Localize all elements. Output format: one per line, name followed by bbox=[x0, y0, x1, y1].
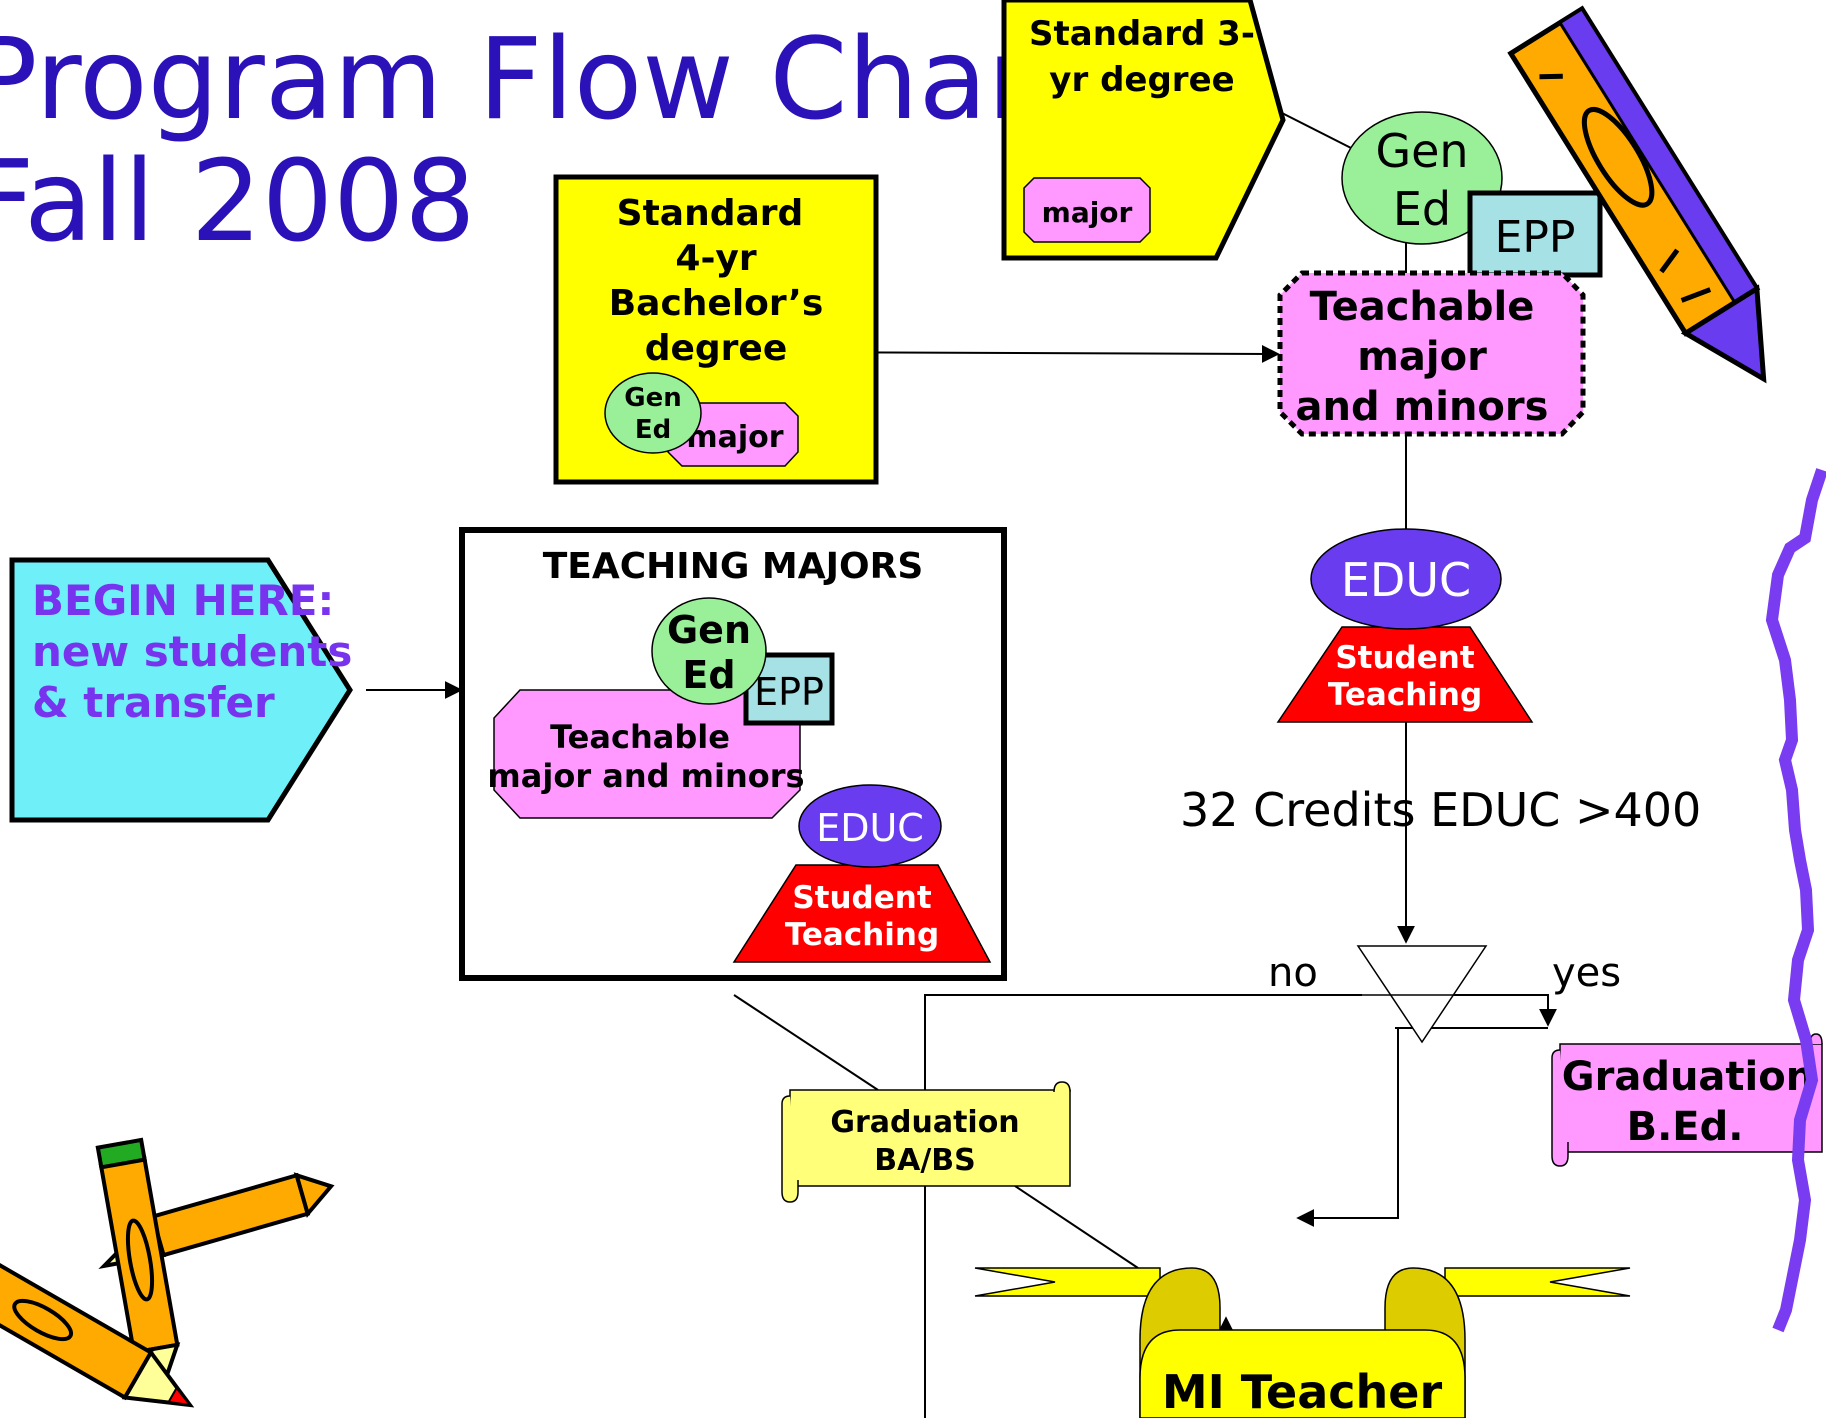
teachable-top-node: Teachable major and minors bbox=[1277, 270, 1586, 437]
pencil-tip bbox=[1680, 284, 1767, 384]
tm-teachable-line-1: Teachable bbox=[550, 718, 730, 756]
gened-top-ellipse bbox=[1341, 111, 1503, 245]
begin-line-1: BEGIN HERE: bbox=[32, 576, 334, 625]
tm-st-line-1: Student bbox=[792, 880, 931, 916]
std3-major-label: major bbox=[1042, 196, 1133, 229]
pencil-b-eraser bbox=[95, 1137, 147, 1170]
epp-top-node: EPP bbox=[1467, 190, 1603, 278]
teachable-top-shape bbox=[1277, 270, 1586, 437]
std4-gened-line-1: Gen bbox=[624, 383, 681, 413]
decision-node: no yes bbox=[1268, 945, 1621, 1044]
decision-triangle bbox=[1356, 945, 1488, 1044]
crossed-pencils-icon bbox=[0, 1137, 335, 1408]
teachable-top-line-1: Teachable bbox=[1310, 284, 1535, 330]
pencil-a-body bbox=[150, 1172, 311, 1258]
gened-top-node: Gen Ed bbox=[1341, 111, 1503, 245]
tm-educ-ellipse bbox=[798, 784, 942, 868]
grad-babs-curl-left bbox=[781, 1095, 799, 1203]
tm-st-line-2: Teaching bbox=[785, 917, 939, 953]
educ-right-label: EDUC bbox=[1341, 553, 1471, 607]
decision-yes-label: yes bbox=[1552, 950, 1621, 996]
teachable-top-line-3: and minors bbox=[1296, 384, 1549, 430]
begin-here-node: BEGIN HERE: new students & transfer bbox=[9, 557, 353, 823]
tm-gened-line-1: Gen bbox=[667, 608, 751, 652]
pencil-b-mark bbox=[125, 1218, 155, 1302]
decision-no-label: no bbox=[1268, 950, 1318, 996]
credits-label-group: 32 Credits EDUC >400 bbox=[1180, 782, 1701, 837]
connector-std3-gened bbox=[1279, 111, 1356, 151]
pencil-c-lead bbox=[166, 1386, 193, 1407]
grad-bed-line-1: Graduation bbox=[1562, 1054, 1814, 1100]
mi-teacher-node: MI Teacher bbox=[974, 1267, 1631, 1418]
std3-line-2: yr degree bbox=[1049, 60, 1234, 100]
tm-gened-ellipse bbox=[651, 597, 767, 705]
std4-line-4: degree bbox=[645, 328, 788, 369]
mi-ribbon-center bbox=[1139, 1329, 1466, 1418]
standard-4yr-degree-node: Standard 4-yr Bachelor’s degree major Ge… bbox=[553, 174, 879, 485]
begin-shape bbox=[9, 557, 353, 823]
standard-3yr-degree-node: Standard 3- yr degree major bbox=[1001, 0, 1286, 261]
educ-right-node: Student Teaching EDUC bbox=[1276, 528, 1534, 723]
arrow-yes-branch bbox=[1448, 994, 1557, 1027]
gened-top-line-2: Ed bbox=[1393, 182, 1451, 236]
grad-bed-curl-left bbox=[1551, 1049, 1569, 1167]
educ-right-st-line-1: Student bbox=[1335, 640, 1474, 676]
epp-top-label: EPP bbox=[1495, 212, 1576, 263]
educ-right-ellipse bbox=[1310, 528, 1502, 630]
connector-grad-mi bbox=[1014, 1185, 1139, 1269]
educ-right-st-line-2: Teaching bbox=[1328, 677, 1482, 713]
graduation-bed-node: Graduation B.Ed. bbox=[1551, 1033, 1823, 1167]
credits-mask bbox=[1180, 782, 1204, 830]
grad-babs-line-1: Graduation bbox=[830, 1105, 1019, 1140]
teachable-top-line-2: major bbox=[1357, 334, 1487, 380]
line-no-branch bbox=[924, 994, 1362, 1418]
tm-gened-line-2: Ed bbox=[682, 653, 735, 697]
std4-line-1: Standard bbox=[617, 193, 804, 234]
pencil-icon bbox=[1507, 5, 1767, 384]
mi-ribbon-left-tail bbox=[974, 1267, 1161, 1297]
tm-epp-label: EPP bbox=[754, 670, 824, 714]
tm-teachable-line-2: major and minors bbox=[487, 757, 804, 795]
std4-line-2: 4-yr bbox=[675, 238, 756, 279]
credits-label: 32 Credits EDUC >400 bbox=[1180, 783, 1701, 837]
pencil-c bbox=[0, 1244, 195, 1408]
arrow-to-mi-teacher bbox=[1296, 1028, 1399, 1227]
std3-line-1: Standard 3- bbox=[1029, 14, 1255, 54]
mi-teacher-label: MI Teacher bbox=[1162, 1365, 1443, 1418]
pencil-strokes bbox=[1539, 73, 1712, 303]
grad-babs-line-2: BA/BS bbox=[874, 1143, 976, 1178]
page-title: Program Flow Chart Fall 2008 bbox=[0, 15, 1077, 267]
std4-major-label: major bbox=[686, 420, 783, 455]
pencil-mark bbox=[1581, 106, 1655, 208]
connector-teaching-grad bbox=[733, 994, 879, 1091]
begin-line-3: & transfer bbox=[32, 678, 275, 727]
pencil-c-mark bbox=[12, 1298, 74, 1342]
tm-educ-label: EDUC bbox=[816, 806, 924, 850]
std4-gened-line-2: Ed bbox=[635, 415, 671, 445]
epp-top-box bbox=[1467, 190, 1603, 278]
title-line-2: Fall 2008 bbox=[0, 137, 476, 267]
squiggle-line-icon bbox=[1765, 468, 1826, 1333]
grad-bed-scroll bbox=[1559, 1043, 1823, 1153]
std3-major-shape bbox=[1023, 177, 1151, 243]
begin-line-2: new students bbox=[32, 627, 352, 676]
std4-line-3: Bachelor’s bbox=[609, 283, 824, 324]
teaching-majors-node: TEACHING MAJORS Teachable major and mino… bbox=[459, 527, 1007, 981]
graduation-babs-node: Graduation BA/BS bbox=[781, 1081, 1071, 1203]
pencil-a-tip bbox=[293, 1172, 335, 1218]
teaching-majors-title: TEACHING MAJORS bbox=[543, 546, 924, 587]
gened-top-line-1: Gen bbox=[1375, 124, 1468, 178]
grad-babs-curl-right bbox=[1053, 1081, 1071, 1093]
squiggle-path bbox=[1765, 468, 1826, 1333]
std4-gened-ellipse bbox=[604, 372, 702, 454]
grad-bed-line-2: B.Ed. bbox=[1627, 1104, 1744, 1150]
mi-ribbon-right-tail bbox=[1444, 1267, 1631, 1297]
title-line-1: Program Flow Chart bbox=[0, 15, 1077, 145]
